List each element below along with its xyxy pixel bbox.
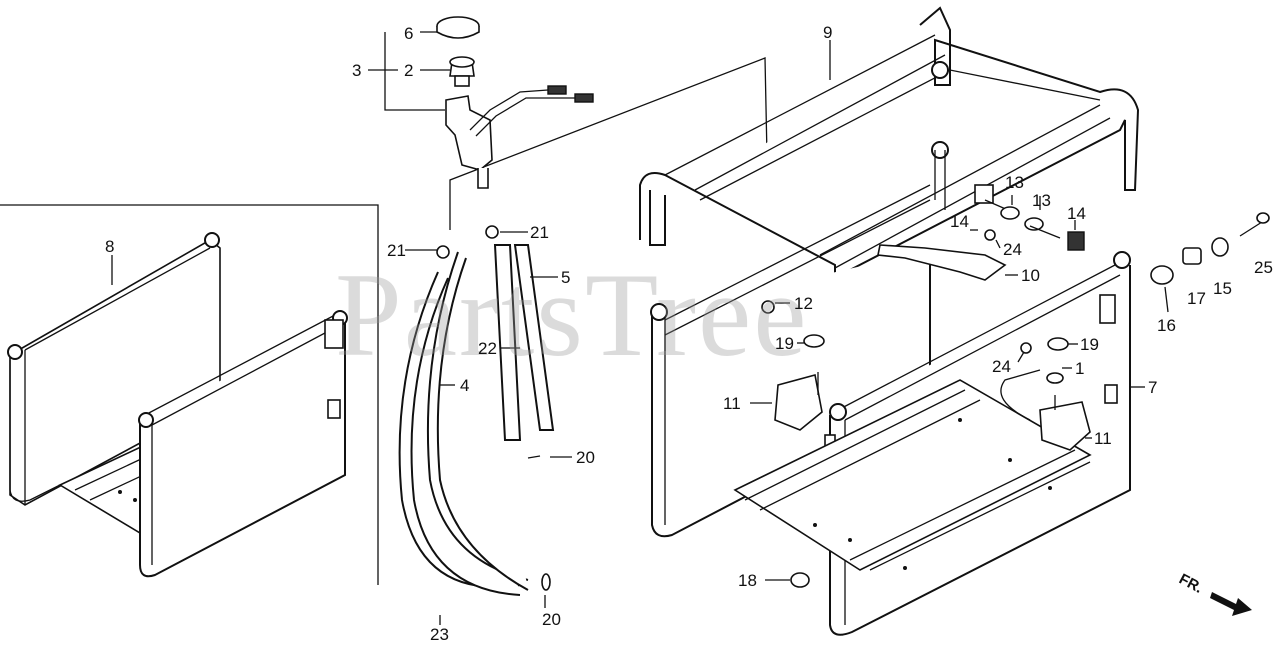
callout-11-right: 11: [1094, 429, 1112, 448]
callout-14-left: 14: [950, 212, 969, 231]
callout-21-left: 21: [387, 241, 406, 260]
front-direction-marker: FR.: [1176, 571, 1252, 616]
callout-13-right: 13: [1032, 191, 1051, 210]
callout-22: 22: [478, 339, 497, 358]
watermark-text: PartsTree: [335, 248, 809, 381]
callout-8: 8: [105, 237, 114, 256]
callout-20-lower: 20: [542, 610, 561, 629]
callout-18: 18: [738, 571, 757, 590]
callout-16: 16: [1157, 316, 1176, 335]
frame-main-drawing: [639, 6, 1140, 636]
callout-20-upper: 20: [576, 448, 595, 467]
callout-10: 10: [1021, 266, 1040, 285]
callout-24-lower: 24: [992, 357, 1011, 376]
callout-3: 3: [352, 61, 361, 80]
callout-25: 25: [1254, 258, 1273, 277]
callout-2: 2: [404, 61, 413, 80]
callout-labels: 6 3 2 9 8 21 21 5 22 4 20 20 23 13 13 14…: [105, 23, 1273, 644]
callout-19-right: 19: [1080, 335, 1099, 354]
inset-box-left: [0, 204, 379, 585]
fuel-hoses: [398, 225, 555, 596]
callout-15: 15: [1213, 279, 1232, 298]
callout-1: 1: [1075, 359, 1084, 378]
callout-14-right: 14: [1067, 204, 1086, 223]
callout-23: 23: [430, 625, 449, 644]
callout-7: 7: [1148, 378, 1157, 397]
leader-lines: [111, 31, 1169, 625]
inset-box-center: [449, 57, 769, 230]
callout-6: 6: [404, 24, 413, 43]
front-arrow-icon: [1210, 592, 1252, 616]
front-label: FR.: [1176, 571, 1205, 597]
callout-21-right: 21: [530, 223, 549, 242]
callout-13-left: 13: [1005, 173, 1024, 192]
frame-left-drawing: [7, 232, 348, 578]
callout-5: 5: [561, 268, 570, 287]
callout-4: 4: [460, 376, 469, 395]
callout-12: 12: [794, 294, 813, 313]
callout-9: 9: [823, 23, 832, 42]
callout-11-left: 11: [723, 394, 741, 413]
callout-24-upper: 24: [1003, 240, 1022, 259]
callout-19-left: 19: [775, 334, 794, 353]
hardware-parts: [761, 184, 1270, 588]
callout-17: 17: [1187, 289, 1206, 308]
fuel-cap-assembly: [436, 16, 594, 189]
